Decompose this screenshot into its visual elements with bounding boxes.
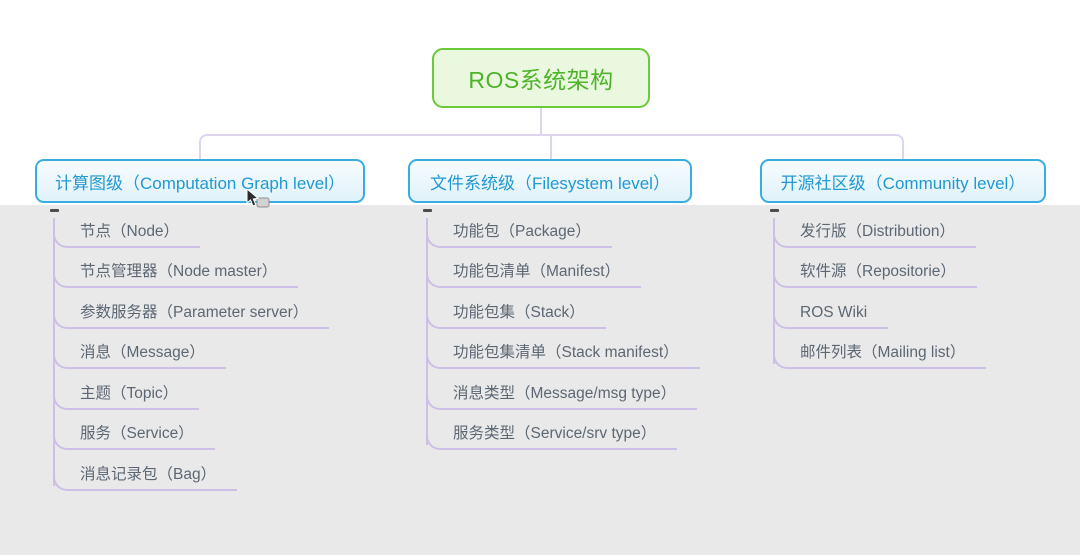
child-node[interactable]: 服务类型（Service/srv type） [426,410,700,450]
child-node[interactable]: 主题（Topic） [53,369,329,410]
branch-title: 文件系统级（Filesystem level） [430,173,670,193]
branch-title: 开源社区级（Community level） [780,173,1026,193]
mouse-pointer-icon [246,187,272,211]
child-node-label: 功能包集清单（Stack manifest） [453,340,700,369]
child-node[interactable]: 功能包清单（Manifest） [426,248,700,288]
child-node-label: ROS Wiki [800,304,889,329]
branch-trunk-line [426,218,428,445]
branch-box-filesystem[interactable]: 文件系统级（Filesystem level） [408,159,692,203]
child-node[interactable]: 消息（Message） [53,329,329,369]
connector-curve [773,351,801,369]
child-node[interactable]: 服务（Service） [53,410,329,450]
child-node[interactable]: 消息记录包（Bag） [53,450,329,491]
connector-curve [53,391,81,410]
child-node[interactable]: 消息类型（Message/msg type） [426,369,700,410]
child-node[interactable]: 功能包集清单（Stack manifest） [426,329,700,369]
child-node[interactable]: 功能包集（Stack） [426,288,700,329]
child-node-label: 消息类型（Message/msg type） [453,381,698,410]
connector-curve [426,270,454,288]
root-node-label: ROS系统架构 [468,67,614,93]
child-node[interactable]: ROS Wiki [773,288,986,329]
connector-root-stub [540,107,542,135]
connector-curve [773,270,801,288]
connector-curve [426,391,454,410]
child-node-label: 消息（Message） [80,340,226,369]
connector-curve [773,310,801,329]
child-node-label: 主题（Topic） [80,381,200,410]
child-node-label: 功能包清单（Manifest） [453,259,642,288]
connector-curve [53,432,81,450]
child-node-label: 功能包集（Stack） [453,300,606,329]
child-node[interactable]: 功能包（Package） [426,207,700,248]
child-node-label: 邮件列表（Mailing list） [800,340,987,369]
child-node-label: 软件源（Repositorie） [800,259,977,288]
child-node[interactable]: 节点管理器（Node master） [53,248,329,288]
branch-children-filesystem: 功能包（Package） 功能包清单（Manifest） 功能包集（Stack） 功能… [423,207,700,450]
connector-curve [426,310,454,329]
child-node-label: 节点（Node） [80,219,201,248]
connector-curve [426,351,454,369]
child-node[interactable]: 软件源（Repositorie） [773,248,986,288]
connector-curve [426,432,454,450]
branch-box-community[interactable]: 开源社区级（Community level） [760,159,1046,203]
child-node[interactable]: 邮件列表（Mailing list） [773,329,987,369]
child-node-label: 功能包（Package） [453,219,612,248]
connector-curve [53,472,81,491]
collapse-minus-icon[interactable] [50,209,59,212]
child-node-label: 服务（Service） [80,421,215,450]
background-lower [0,205,1080,555]
connector-curve [53,270,81,288]
root-node[interactable]: ROS系统架构 [432,48,650,108]
connector-curve [426,229,454,248]
connector-rail [199,134,904,160]
collapse-minus-icon[interactable] [423,209,432,212]
branch-children-computation-graph: 节点（Node） 节点管理器（Node master） 参数服务器（Paramete… [50,207,330,491]
child-node[interactable]: 参数服务器（Parameter server） [53,288,330,329]
child-node[interactable]: 发行版（Distribution） [773,207,986,248]
connector-curve [53,351,81,369]
branch-trunk-line [773,218,775,364]
connector-curve [53,229,81,248]
child-node[interactable]: 节点（Node） [53,207,329,248]
child-node-label: 服务类型（Service/srv type） [453,421,678,450]
child-node-label: 节点管理器（Node master） [80,259,299,288]
collapse-minus-icon[interactable] [770,209,779,212]
child-node-label: 消息记录包（Bag） [80,462,238,491]
connector-curve [773,229,801,248]
child-node-label: 发行版（Distribution） [800,219,977,248]
connector-center-drop [550,136,552,160]
branch-children-community: 发行版（Distribution） 软件源（Repositorie） ROS Wik… [770,207,987,369]
branch-box-computation-graph[interactable]: 计算图级（Computation Graph level） [35,159,365,203]
child-node-label: 参数服务器（Parameter server） [80,300,330,329]
connector-curve [53,310,81,329]
branch-title: 计算图级（Computation Graph level） [54,173,346,193]
